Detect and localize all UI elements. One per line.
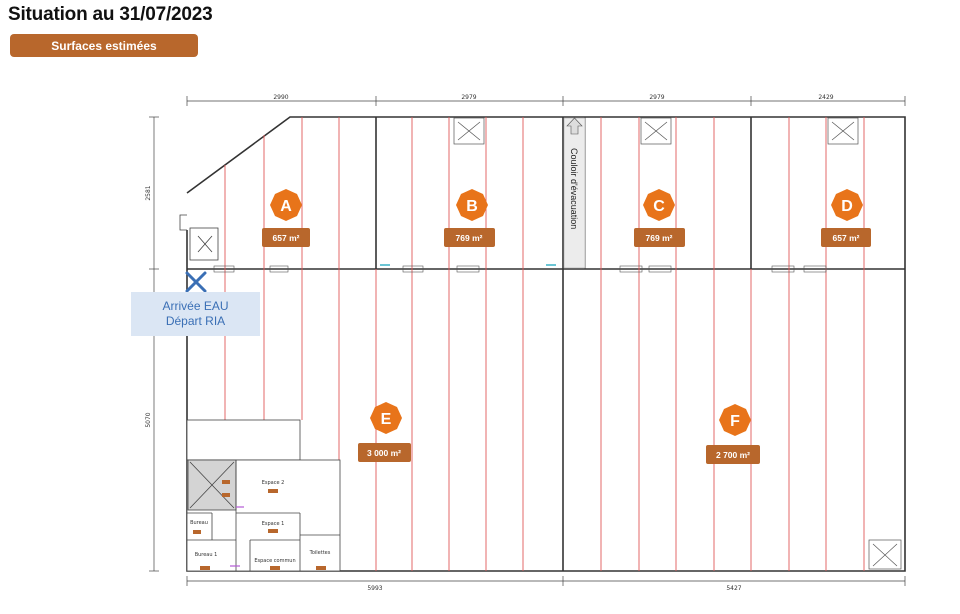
zone-b-area: 769 m² [456,233,483,243]
room-bureau: Bureau [190,520,208,526]
dimension-left-2: 5070 [145,412,152,427]
door-marks [213,264,827,273]
zone-e-letter: E [381,411,392,428]
dimension-top-2: 2979 [461,94,476,101]
zone-d-letter: D [841,198,853,215]
zone-a-letter: A [280,198,292,215]
corridor-arrow-icon [566,117,583,135]
building-walls [186,116,906,572]
bottom-dimension-line [186,576,906,586]
water-entry-note: Arrivée EAU Départ RIA [131,292,260,336]
office-room-tags [193,480,326,570]
zone-area-f: 2 700 m² [706,445,760,464]
dimension-top-3: 2979 [649,94,664,101]
zone-d-area: 657 m² [833,233,860,243]
left-dimension-line [149,116,159,572]
zone-e-area: 3 000 m² [367,448,401,458]
zone-a-area: 657 m² [273,233,300,243]
zone-marker-f: F [719,404,751,436]
zone-marker-e: E [370,402,402,434]
zone-marker-d: D [831,189,863,221]
office-accent-lines [230,506,244,567]
page-title: Situation au 31/07/2023 [8,4,213,25]
zone-area-c: 769 m² [634,228,685,247]
zone-area-d: 657 m² [821,228,871,247]
water-entry-line-1: Arrivée EAU [162,299,229,313]
top-dimension-line [186,96,906,106]
dimension-bottom-2: 5427 [726,585,741,592]
entry-recess [179,214,219,261]
zone-c-area: 769 m² [646,233,673,243]
surfaces-badge: Surfaces estimées [10,34,198,57]
zone-area-e: 3 000 m² [358,443,411,462]
dimension-top-4: 2429 [818,94,833,101]
water-entry-x-icon [185,271,207,293]
zone-f-letter: F [730,413,740,430]
zone-marker-c: C [643,189,675,221]
room-bureau-1: Bureau 1 [195,552,218,558]
room-espace-2: Espace 2 [262,480,285,486]
water-entry-line-2: Départ RIA [165,314,226,328]
office-block [186,419,341,572]
zone-area-b: 769 m² [444,228,495,247]
room-espace-commun: Espace commun [254,558,295,564]
dock-markers [453,117,902,570]
corridor-label: Couloir d'évacuation [569,148,579,229]
dimension-left-1: 2581 [145,185,152,200]
zone-area-a: 657 m² [262,228,310,247]
zone-b-letter: B [466,198,478,215]
zone-marker-b: B [456,189,488,221]
dimension-bottom-1: 5993 [367,585,382,592]
room-toilettes: Toilettes [309,550,331,556]
dimension-top-1: 2990 [273,94,288,101]
zone-f-area: 2 700 m² [716,450,750,460]
zone-marker-a: A [270,189,302,221]
room-espace-1: Espace 1 [262,521,285,527]
zone-c-letter: C [653,198,665,215]
